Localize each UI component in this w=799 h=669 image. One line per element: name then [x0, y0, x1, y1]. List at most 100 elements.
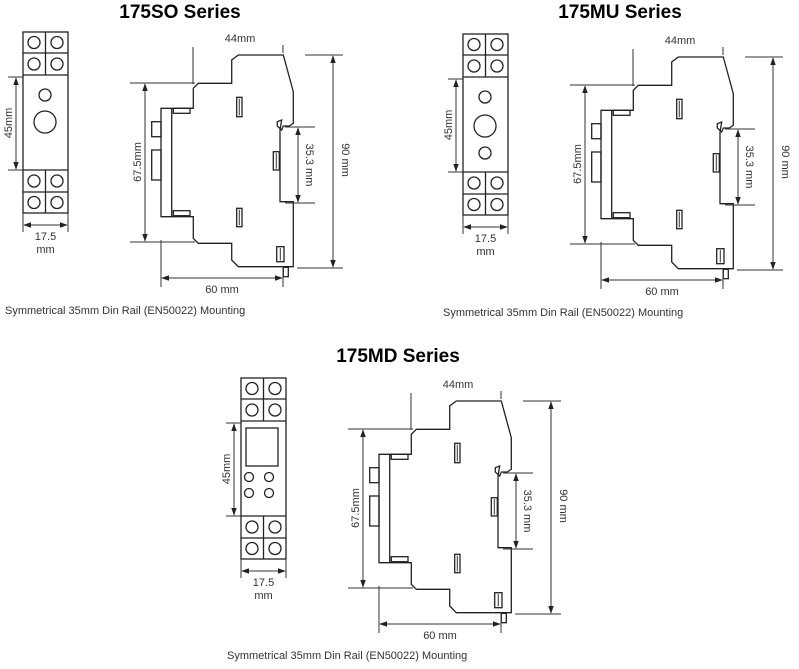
- terminal-screw-icon: [50, 174, 64, 188]
- side-tab: [591, 123, 602, 140]
- clip-tab: [390, 556, 409, 563]
- total-height-label: 90 mm: [557, 489, 569, 523]
- terminal-screw-icon: [467, 176, 481, 190]
- clip-tab: [172, 210, 191, 217]
- module-side-outline: [600, 56, 734, 270]
- side-tab: [151, 121, 162, 138]
- vent-slot: [454, 442, 461, 464]
- clip-tab: [172, 107, 191, 114]
- rail-width-label: 35.3 mm: [743, 146, 755, 189]
- width-unit-label: mm: [36, 244, 54, 256]
- terminal-screw-icon: [27, 195, 41, 210]
- vent-slot: [276, 246, 285, 263]
- mounting-foot: [722, 268, 729, 280]
- mounting-caption: Symmetrical 35mm Din Rail (EN50022) Moun…: [443, 307, 683, 319]
- vent-slot: [676, 98, 683, 120]
- side-tab: [151, 149, 162, 181]
- body-height-label: 67.5mm: [350, 488, 362, 528]
- vent-slot: [236, 96, 243, 118]
- side-tab: [369, 467, 380, 484]
- total-height-label: 90 mm: [339, 143, 351, 177]
- vent-slot: [490, 497, 498, 517]
- series-title: 175MU Series: [558, 2, 682, 23]
- vent-slot: [236, 207, 243, 228]
- clip-tab: [612, 109, 631, 116]
- terminal-screw-icon: [268, 520, 282, 534]
- button-icon: [243, 471, 255, 483]
- vent-slot: [676, 209, 683, 230]
- clip-tab: [390, 453, 409, 460]
- terminal-screw-icon: [245, 520, 259, 534]
- led-indicator: [38, 88, 52, 102]
- mounting-foot: [500, 612, 507, 624]
- terminal-screw-icon: [490, 37, 504, 52]
- front-height-label: 45mm: [3, 108, 15, 139]
- series-title: 175MD Series: [336, 346, 460, 367]
- series-diagram: 45mm 17.5mm 44mm 67.5mm 90 mm 35.3 mm 60 mm Sym…: [3, 31, 351, 317]
- side-view: 44mm 67.5mm 90 mm 35.3 mm 60 mm: [348, 379, 569, 642]
- vent-slot: [272, 151, 280, 171]
- depth-label: 60 mm: [205, 284, 239, 296]
- front-view: 45mm 17.5mm: [443, 33, 509, 258]
- terminal-screw-icon: [467, 197, 481, 212]
- terminal-screw-icon: [50, 57, 64, 71]
- width-label: 17.5: [475, 233, 496, 245]
- side-view: 44mm 67.5mm 90 mm 35.3 mm 60 mm: [570, 35, 791, 298]
- series-title: 175SO Series: [119, 2, 240, 23]
- terminal-screw-icon: [50, 195, 64, 210]
- side-view: 44mm 67.5mm 90 mm 35.3 mm 60 mm: [130, 33, 351, 296]
- mounting-caption: Symmetrical 35mm Din Rail (EN50022) Moun…: [5, 305, 245, 317]
- terminal-screw-icon: [245, 381, 259, 396]
- led-indicator: [478, 146, 492, 160]
- depth-label: 60 mm: [423, 630, 457, 642]
- rotary-knob: [33, 110, 57, 134]
- terminal-screw-icon: [490, 59, 504, 73]
- body-height-label: 67.5mm: [132, 142, 144, 182]
- terminal-screw-icon: [268, 403, 282, 417]
- width-label: 17.5: [253, 577, 274, 589]
- terminal-screw-icon: [27, 174, 41, 188]
- rotary-knob: [473, 114, 497, 138]
- width-unit-label: mm: [476, 246, 494, 258]
- module-side-outline: [378, 400, 512, 614]
- mounting-caption: Symmetrical 35mm Din Rail (EN50022) Moun…: [227, 650, 467, 662]
- rail-width-label: 35.3 mm: [521, 490, 533, 533]
- terminal-screw-icon: [245, 541, 259, 556]
- lcd-display: [245, 427, 279, 467]
- depth-label: 60 mm: [645, 286, 679, 298]
- body-height-label: 67.5mm: [572, 144, 584, 184]
- side-tab: [591, 151, 602, 183]
- vent-slot: [716, 248, 725, 265]
- terminal-screw-icon: [27, 35, 41, 50]
- vent-slot: [454, 553, 461, 574]
- width-label: 17.5: [35, 231, 56, 243]
- terminal-screw-icon: [467, 59, 481, 73]
- terminal-screw-icon: [268, 541, 282, 556]
- terminal-screw-icon: [245, 403, 259, 417]
- front-height-label: 45mm: [221, 454, 233, 485]
- front-view: 45mm 17.5mm: [221, 377, 287, 602]
- top-width-label: 44mm: [225, 33, 256, 45]
- terminal-screw-icon: [27, 57, 41, 71]
- vent-slot: [494, 592, 503, 609]
- width-unit-label: mm: [254, 590, 272, 602]
- clip-tab: [612, 212, 631, 219]
- top-width-label: 44mm: [443, 379, 474, 391]
- button-icon: [243, 487, 255, 499]
- top-width-label: 44mm: [665, 35, 696, 47]
- terminal-screw-icon: [490, 197, 504, 212]
- front-height-label: 45mm: [443, 110, 455, 141]
- terminal-screw-icon: [490, 176, 504, 190]
- terminal-screw-icon: [268, 381, 282, 396]
- button-icon: [263, 471, 275, 483]
- rail-width-label: 35.3 mm: [303, 144, 315, 187]
- led-indicator: [478, 90, 492, 104]
- mounting-foot: [282, 266, 289, 278]
- total-height-label: 90 mm: [779, 145, 791, 179]
- terminal-screw-icon: [467, 37, 481, 52]
- vent-slot: [712, 153, 720, 173]
- front-view: 45mm 17.5mm: [3, 31, 69, 256]
- series-diagram: 45mm 17.5mm 44mm 67.5mm 90 mm 35.3 mm 60 mm Sym…: [221, 377, 569, 662]
- side-tab: [369, 495, 380, 527]
